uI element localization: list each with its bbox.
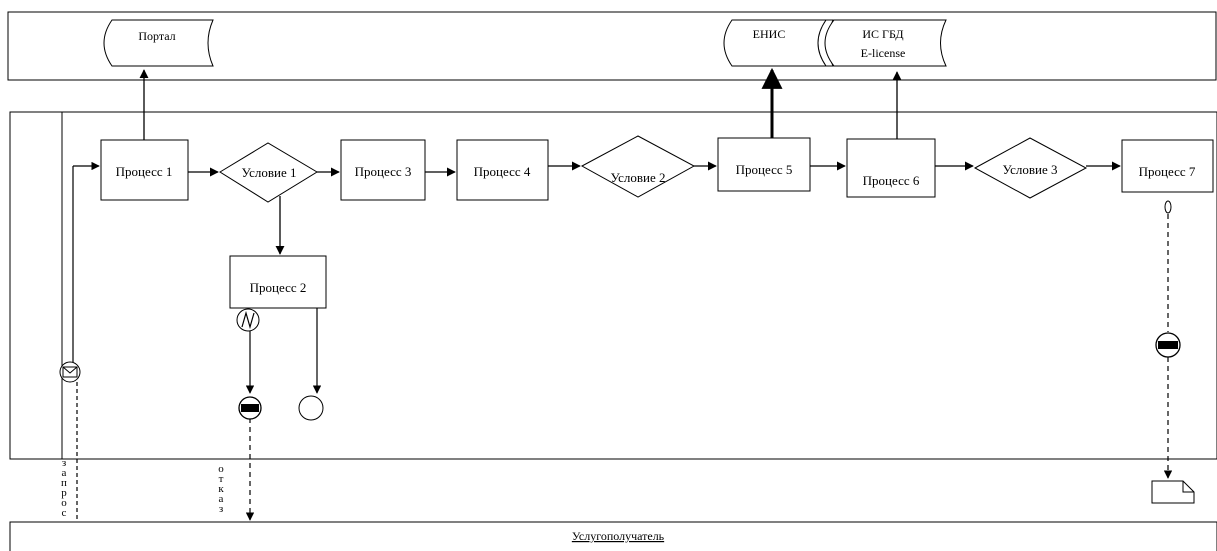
process-2-branches — [245, 308, 322, 521]
system-enis-label: ЕНИС — [753, 27, 786, 41]
request-char: с — [62, 507, 67, 519]
condition-1: Условие 1 — [219, 142, 318, 203]
flow-arrows — [139, 67, 1121, 255]
signal-icon — [236, 308, 260, 332]
system-is-gbd: ИС ГБД E-license — [817, 19, 947, 67]
request-char: а — [62, 467, 67, 479]
process-5: Процесс 5 — [717, 137, 811, 192]
refusal-char: з — [219, 503, 223, 515]
system-is-gbd-label-2: E-license — [861, 46, 906, 60]
document-icon — [1151, 480, 1195, 504]
process-3: Процесс 3 — [340, 139, 426, 201]
process-7-label: Процесс 7 — [1139, 164, 1196, 179]
system-is-gbd-label-1: ИС ГБД — [862, 27, 903, 41]
process-1-label: Процесс 1 — [116, 164, 173, 179]
condition-2: Условие 2 — [580, 135, 696, 198]
request-char: р — [61, 487, 67, 499]
refusal-char: о — [218, 463, 224, 475]
process-6-label: Процесс 6 — [863, 173, 920, 188]
process-6: Процесс 6 — [846, 138, 936, 198]
refusal-char: к — [218, 483, 224, 495]
end-event-icon — [298, 395, 324, 421]
envelope-icon — [59, 361, 81, 383]
process-2-label: Процесс 2 — [250, 280, 307, 295]
condition-1-label: Условие 1 — [241, 165, 296, 180]
request-char: з — [62, 457, 66, 469]
process-5-label: Процесс 5 — [736, 162, 793, 177]
process-4: Процесс 4 — [456, 139, 549, 201]
system-portal: Портал — [103, 19, 214, 67]
process-4-label: Процесс 4 — [474, 164, 531, 179]
process-1: Процесс 1 — [100, 139, 189, 201]
request-char: о — [61, 497, 67, 509]
recipient-label: Услугополучатель — [572, 529, 665, 543]
process-2: Процесс 2 — [229, 255, 327, 309]
request-label: з а п р о с — [61, 457, 67, 519]
request-flow — [72, 161, 100, 522]
refusal-label: о т к а з — [218, 463, 224, 515]
refusal-char: т — [219, 473, 224, 485]
process-7: Процесс 7 — [1121, 139, 1214, 193]
process-3-label: Процесс 3 — [355, 164, 412, 179]
system-portal-label: Портал — [138, 29, 175, 43]
recipient-lane: Услугополучатель — [9, 521, 1217, 551]
system-enis: ЕНИС — [723, 19, 834, 67]
condition-2-label: Условие 2 — [610, 170, 665, 185]
message-flow-start-icon — [1164, 200, 1172, 214]
condition-3: Условие 3 — [973, 137, 1088, 199]
end-error-icon — [238, 396, 262, 420]
condition-3-label: Условие 3 — [1002, 162, 1057, 177]
request-char: п — [61, 477, 67, 489]
end-result-icon — [1155, 332, 1181, 358]
refusal-char: а — [219, 493, 224, 505]
